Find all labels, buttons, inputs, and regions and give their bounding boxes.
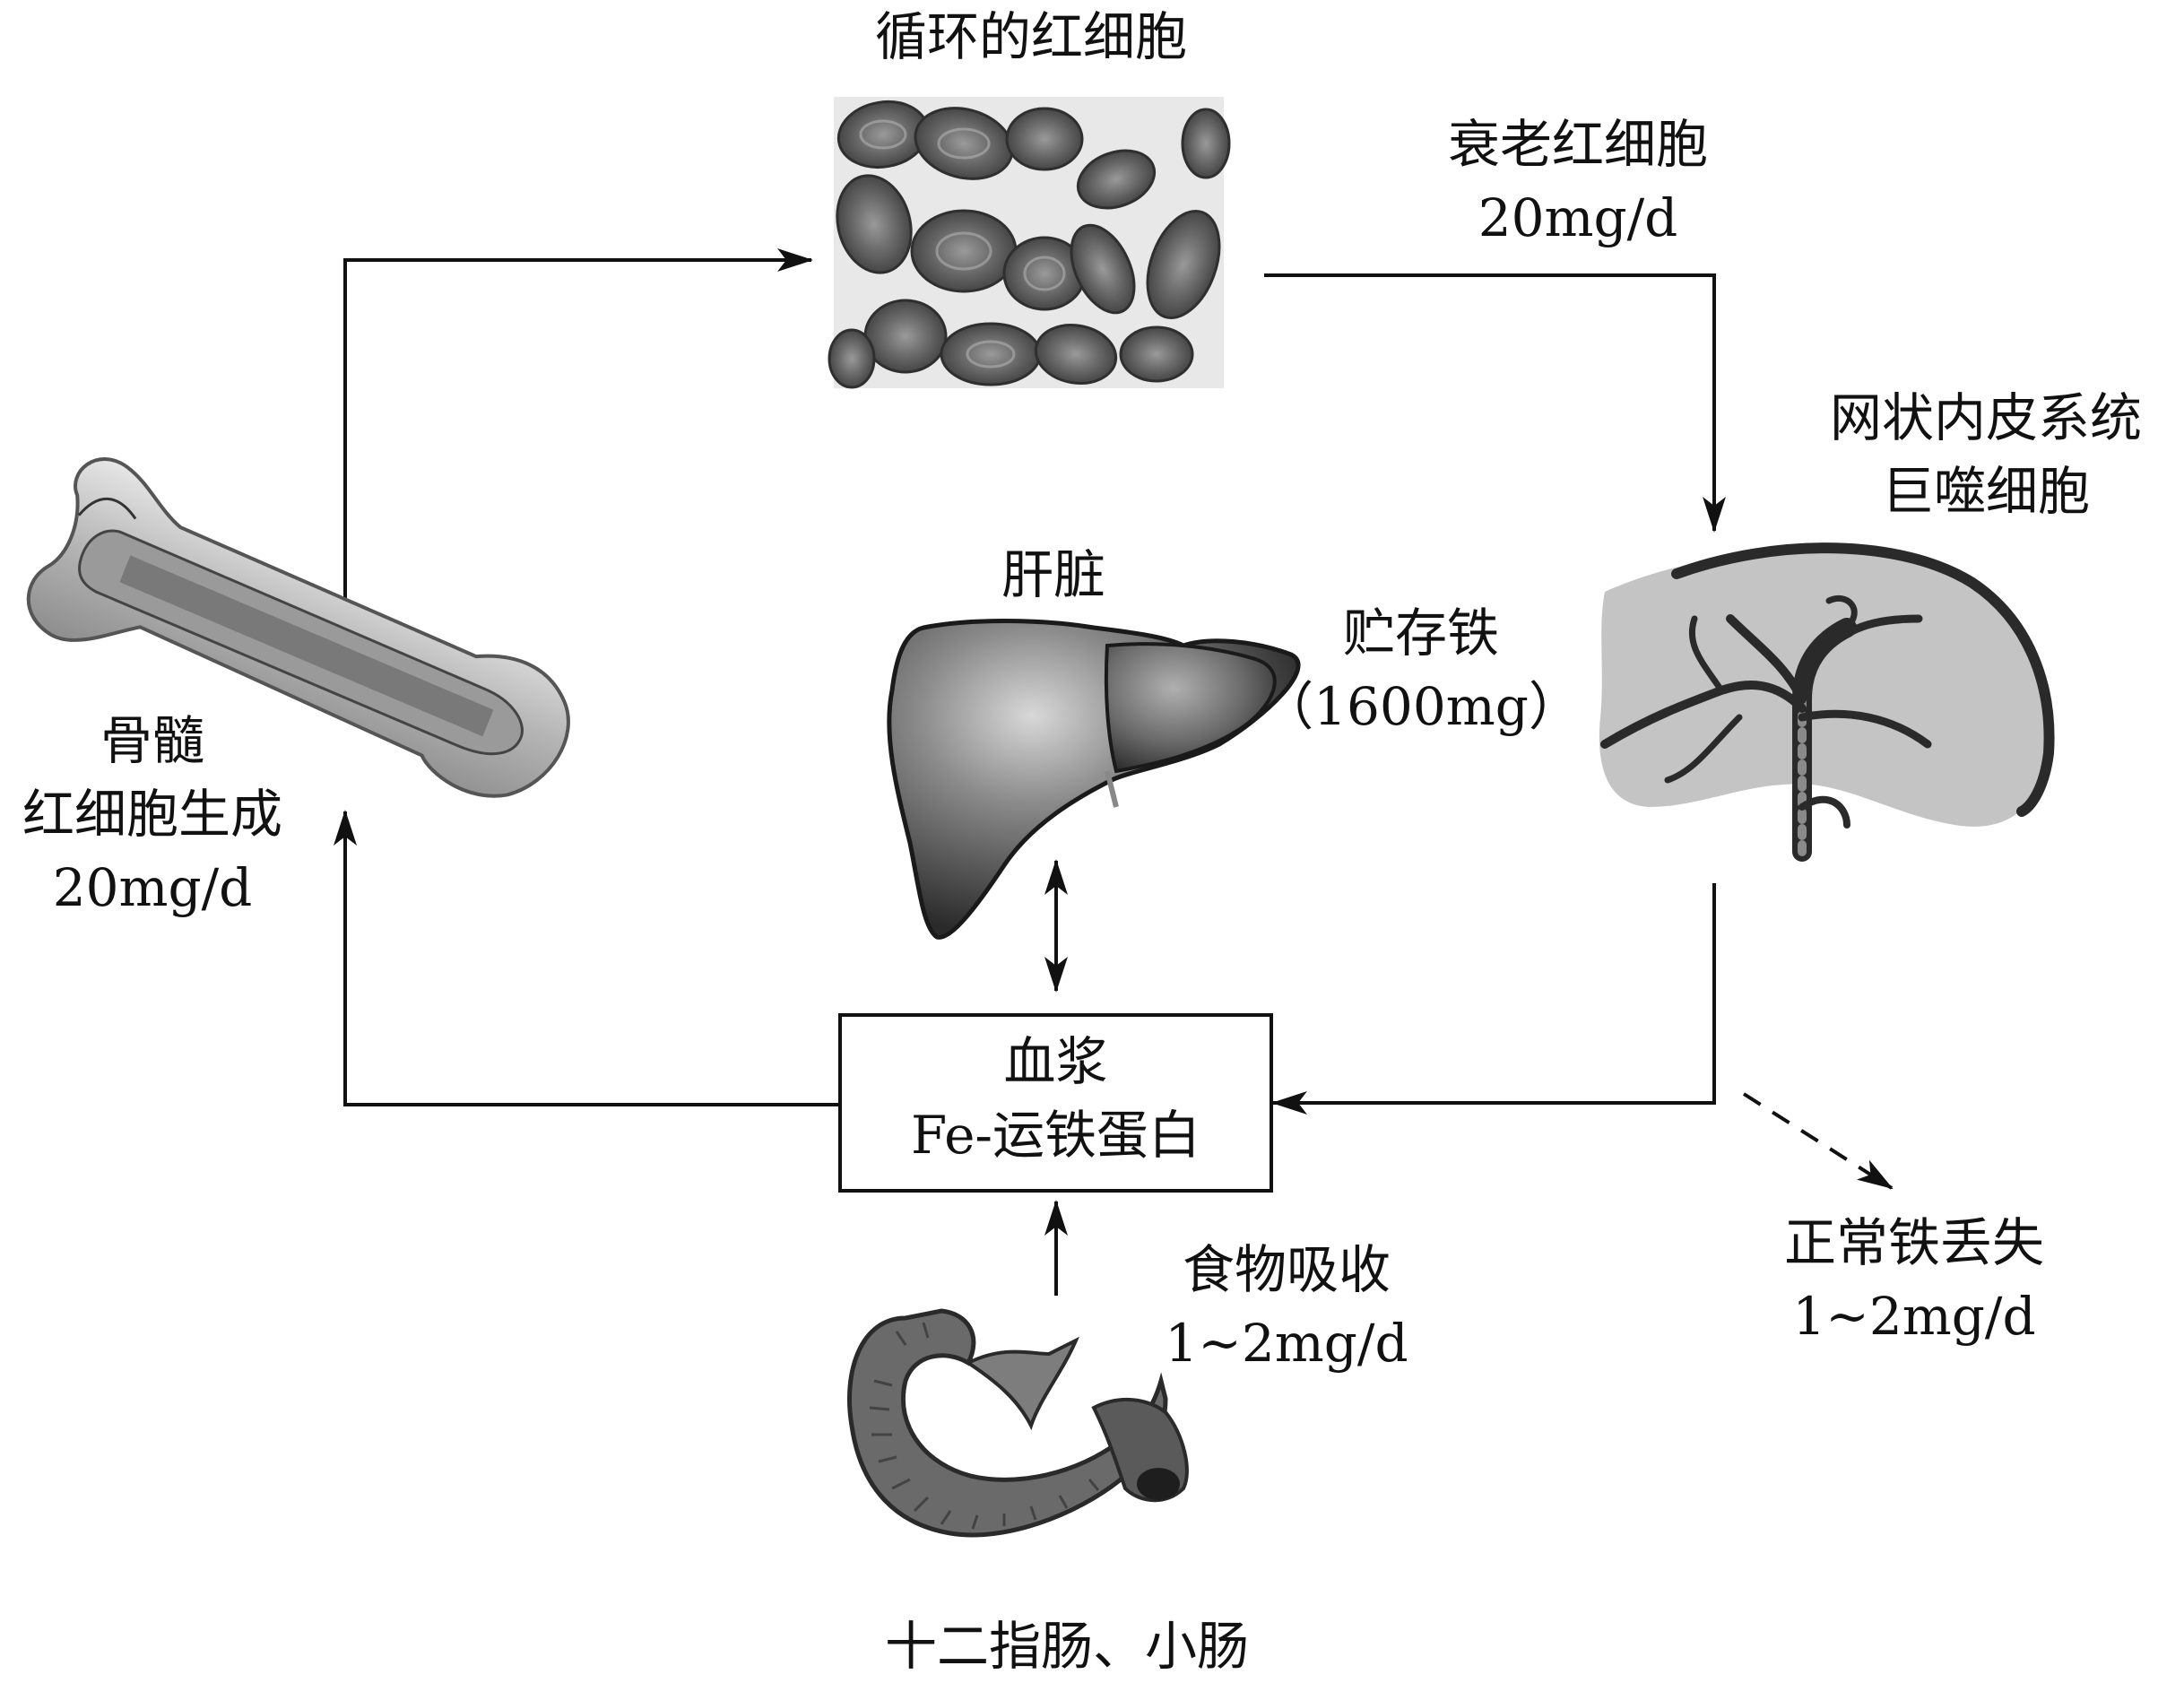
red-blood-cells-illustration bbox=[828, 97, 1231, 389]
normal-iron-loss-text: 正常铁丢失 bbox=[1783, 1212, 2044, 1273]
intestine-illustration bbox=[847, 1308, 1189, 1538]
iron-storage-amount: （1600mg） bbox=[1261, 676, 1581, 737]
liver-text: 肝脏 bbox=[1001, 544, 1105, 605]
plasma-transferrin-box bbox=[838, 1013, 1273, 1193]
res-macrophage-line1: 网状内皮系统 bbox=[1829, 387, 2142, 448]
circulating-rbc-text: 循环的红细胞 bbox=[874, 6, 1187, 67]
res-macrophage-line2: 巨噬细胞 bbox=[1881, 461, 2090, 522]
arrow-iron-loss-dashed bbox=[1742, 1092, 1894, 1190]
iron-storage-text: 贮存铁 bbox=[1342, 603, 1499, 664]
bone-marrow-label: 骨髓 红细胞生成 20mg/d bbox=[0, 704, 305, 924]
plasma-line1: 血浆 bbox=[1003, 1031, 1108, 1092]
bone-marrow-line1: 骨髓 bbox=[100, 710, 204, 771]
liver-illustration bbox=[887, 619, 1301, 940]
plasma-label: 血浆 Fe-运铁蛋白 bbox=[838, 1025, 1273, 1172]
intestine-text: 十二指肠、小肠 bbox=[884, 1616, 1249, 1677]
circulating-rbc-label: 循环的红细胞 bbox=[807, 0, 1255, 74]
normal-iron-loss-amount: 1~2mg/d bbox=[1792, 1286, 2036, 1347]
res-macrophage-label: 网状内皮系统 巨噬细胞 bbox=[1793, 381, 2179, 528]
bone-marrow-amount: 20mg/d bbox=[52, 857, 253, 918]
senescent-rbc-amount: 20mg/d bbox=[1478, 187, 1678, 248]
arrow-rbc-to-macrophage bbox=[1264, 273, 1726, 533]
senescent-rbc-text: 衰老红细胞 bbox=[1447, 114, 1708, 175]
arrow-plasma-to-bone-marrow bbox=[334, 810, 838, 1106]
plasma-line2: Fe-运铁蛋白 bbox=[911, 1105, 1200, 1166]
liver-label: 肝脏 bbox=[941, 538, 1166, 612]
senescent-rbc-label: 衰老红细胞 20mg/d bbox=[1399, 108, 1757, 255]
arrow-bone-marrow-to-rbc bbox=[343, 248, 813, 610]
arrow-macrophage-to-plasma bbox=[1271, 883, 1716, 1115]
food-absorption-label: 食物吸收 1~2mg/d bbox=[1130, 1233, 1443, 1380]
normal-iron-loss-label: 正常铁丢失 1~2mg/d bbox=[1753, 1206, 2076, 1353]
food-absorption-text: 食物吸收 bbox=[1182, 1239, 1391, 1300]
food-absorption-amount: 1~2mg/d bbox=[1165, 1313, 1408, 1374]
bone-illustration bbox=[26, 456, 570, 798]
iron-storage-label: 贮存铁 （1600mg） bbox=[1251, 596, 1591, 743]
reticuloendothelial-macrophage-illustration bbox=[1599, 542, 2055, 862]
bone-marrow-line2: 红细胞生成 bbox=[22, 784, 282, 845]
intestine-label: 十二指肠、小肠 bbox=[780, 1609, 1354, 1683]
